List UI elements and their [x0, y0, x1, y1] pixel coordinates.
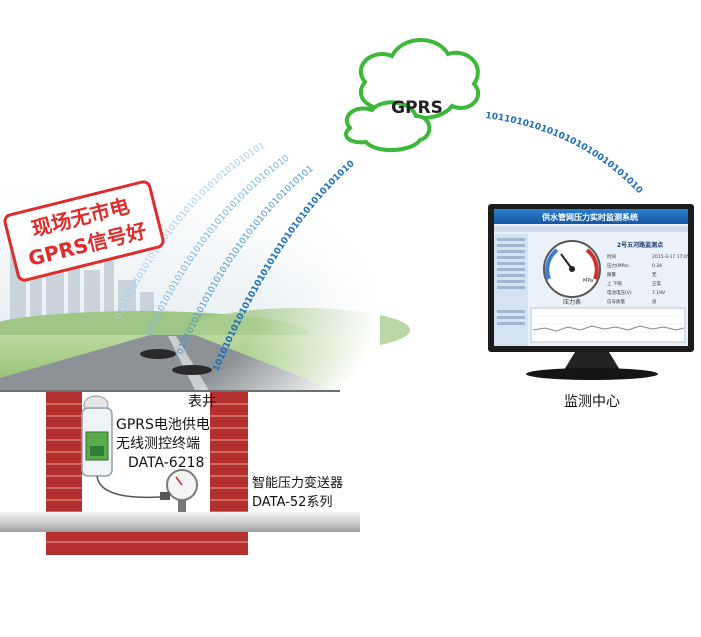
water-pipe [0, 512, 360, 532]
gauge-label: 压力表 [563, 298, 581, 306]
reading-value: 良 [652, 298, 657, 305]
terminal-label-line-2: 无线测控终端 [116, 436, 200, 452]
screen-title: 供水管网压力实时监测系统 [541, 212, 638, 222]
reading-value: 无 [652, 272, 657, 278]
readings-table: 时间 2015-3-17 17:05 压力(MPa) 0.34 报警 无 上 下… [607, 253, 690, 305]
transmitter-label-line-1: 智能压力变送器 [252, 476, 344, 491]
terminal-label-line-1: GPRS电池供电 [116, 417, 210, 433]
terminal-device [81, 395, 161, 499]
panel-title: 2号五河路监测点 [617, 241, 663, 249]
monitor: 供水管网压力实时监测系统 MPa 压力表 2号五河路监测点 时间 2015-3-… [488, 204, 694, 380]
reading-key: 压力(MPa) [607, 262, 629, 269]
monitoring-center-label: 监测中心 [564, 394, 620, 410]
reading-key: 时间 [607, 253, 616, 260]
gauge-unit: MPa [583, 278, 593, 284]
transmitter-label: 智能压力变送器 DATA-52系列 [252, 474, 343, 512]
transmitter-label-line-2: DATA-52系列 [252, 495, 333, 510]
reading-value: 0.34 [652, 263, 662, 269]
reading-value: 7.19V [652, 290, 666, 296]
reading-value: 2015-3-17 17:05 [652, 254, 690, 260]
cloud-label: GPRS [391, 98, 443, 118]
terminal-label: GPRS电池供电 无线测控终端 DATA-6218 [116, 416, 210, 473]
pressure-transmitter [160, 469, 198, 512]
data-stream-right: 101101010101010101001010101010 [0, 0, 644, 196]
landscape [0, 180, 410, 392]
well-label: 表井 [188, 394, 216, 410]
reading-value: 正常 [652, 280, 661, 287]
terminal-label-line-3: DATA-6218 [128, 455, 205, 471]
gprs-cloud: GPRS [344, 38, 481, 153]
reading-key: 信号质量 [607, 298, 625, 305]
reading-key: 报警 [607, 271, 616, 278]
reading-key: 上 下限 [607, 280, 622, 287]
reading-key: 电池电压(V) [607, 289, 632, 296]
